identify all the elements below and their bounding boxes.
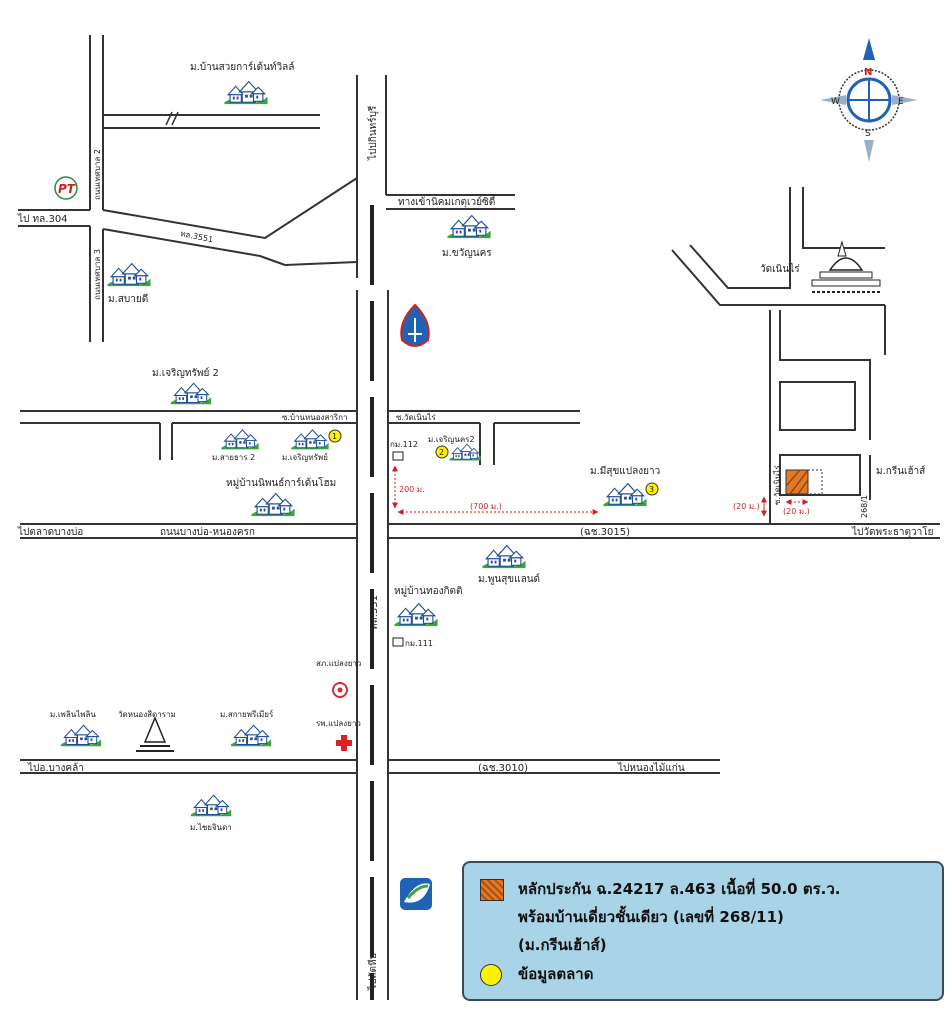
svg-text:ม.เจริญทรัพย์ 2: ม.เจริญทรัพย์ 2	[152, 367, 219, 379]
km-112-marker: กม.112	[390, 440, 418, 461]
svg-text:วัดหนองสีดาราม: วัดหนองสีดาราม	[118, 710, 176, 719]
svg-text:W: W	[831, 97, 840, 107]
label-soi-wat-noen-rai: ซ.วัดเนินไร่	[396, 413, 436, 422]
distance-700m: (700 ม.)	[397, 502, 599, 515]
village-misuk: ม.มีสุขแปลงยาว	[590, 465, 660, 507]
map-legend: หลักประกัน ฉ.24217 ล.463 เนื้อที่ 50.0 ต…	[462, 861, 944, 1001]
village-niphon-garden: หมู่บ้านนิพนธ์การ์เด้นโฮม	[226, 476, 336, 517]
village-charoen-sap2: ม.เจริญทรัพย์ 2	[152, 367, 219, 405]
label-thetsaban2: ถนนเทศบาล 2	[93, 149, 102, 200]
village-green-house-label: ม.กรีนเฮ้าส์	[876, 465, 925, 477]
legend-market-data: ข้อมูลตลาด	[518, 965, 594, 983]
highway-331	[356, 205, 389, 1000]
svg-text:ม.พูนสุขแลนด์: ม.พูนสุขแลนด์	[478, 573, 540, 585]
svg-text:ม.ไชยจินดา: ม.ไชยจินดา	[190, 823, 232, 832]
village-chai-jinda: ม.ไชยจินดา	[190, 794, 232, 832]
pt-station-logo: PT	[54, 176, 78, 200]
svg-text:ม.สกายพรีเมียร์: ม.สกายพรีเมียร์	[220, 709, 274, 719]
subject-property-plot	[785, 469, 823, 495]
village-khwanchai-nakhon: ม.ขวัญนคร	[442, 215, 492, 259]
label-estate-entrance: ทางเข้านิคมเกตุเวย์ซิตี้	[398, 194, 496, 208]
village-charoen-sap: ม.เจริญทรัพย์	[282, 429, 330, 462]
label-house-no: 268/1	[860, 495, 869, 518]
svg-text:3: 3	[649, 485, 654, 494]
label-road-3015: (ฉช.3015)	[580, 527, 630, 538]
label-to-prachinburi: ไปปกินทร์บุรี	[367, 105, 379, 161]
svg-text:ม.บ้านสวยการ์เด้นท์วิลล์: ม.บ้านสวยการ์เด้นท์วิลล์	[190, 61, 294, 73]
svg-text:N: N	[864, 67, 872, 78]
bangchak-station-logo	[400, 878, 432, 910]
label-to-304: ไป ทล.304	[17, 213, 68, 225]
legend-collateral-line1: หลักประกัน ฉ.24217 ล.463 เนื้อที่ 50.0 ต…	[518, 880, 841, 898]
label-to-wat-phrathat: ไปวัดพระธาตุวาโย	[851, 525, 934, 538]
label-to-nong-mai-kaen: ไปหนองไม้แก่น	[617, 762, 685, 774]
road-network	[18, 35, 940, 774]
svg-text:2: 2	[439, 448, 444, 457]
legend-collateral-line2: พร้อมบ้านเดี่ยวชั้นเดียว (เลขที่ 268/11)	[518, 908, 784, 926]
label-road-3010: (ฉช.3010)	[478, 763, 528, 774]
village-charoen-nakhon2: ม.เจริญนคร2	[428, 435, 482, 461]
svg-text:ม.เจริญนคร2: ม.เจริญนคร2	[428, 435, 475, 444]
svg-text:S: S	[865, 129, 871, 139]
svg-text:(20 ม.): (20 ม.)	[733, 502, 760, 511]
svg-text:200 ม.: 200 ม.	[399, 485, 425, 494]
svg-text:ม.มีสุขแปลงยาว: ม.มีสุขแปลงยาว	[590, 465, 660, 477]
collateral-swatch	[480, 879, 504, 901]
village-sakai-premier: ม.สกายพรีเมียร์	[220, 709, 274, 747]
svg-text:วัดเนินไร่: วัดเนินไร่	[760, 263, 800, 275]
svg-text:ม.เพลินไพลิน: ม.เพลินไพลิน	[50, 710, 96, 719]
svg-text:PT: PT	[58, 182, 76, 196]
village-phloen-phailin: ม.เพลินไพลิน	[50, 710, 102, 747]
svg-text:ม.เจริญทรัพย์: ม.เจริญทรัพย์	[282, 452, 328, 462]
comparable-3: 3	[645, 482, 659, 496]
svg-text:(700 ม.): (700 ม.)	[470, 502, 502, 511]
police-icon: สภ.แปลงยาว	[316, 659, 361, 698]
label-to-bang-khla: ไปอ.บางคล้า	[27, 762, 84, 774]
label-thetsaban3: ถนนเทศบาล 3	[93, 249, 102, 300]
svg-text:หมู่บ้านทองกิตติ: หมู่บ้านทองกิตติ	[394, 585, 463, 597]
svg-text:รพ.แปลงยาว: รพ.แปลงยาว	[316, 719, 361, 728]
distance-200m: 200 ม.	[392, 465, 425, 509]
compass-rose: N S W E	[820, 38, 918, 162]
comparable-2: 2	[435, 445, 449, 459]
temple-wat-noen-rai: วัดเนินไร่	[760, 240, 881, 293]
label-soi-nong-sarika: ซ.บ้านหนองสาริกา	[282, 413, 347, 422]
svg-text:ม.ขวัญนคร: ม.ขวัญนคร	[442, 248, 492, 259]
svg-text:E: E	[898, 97, 904, 107]
svg-text:กม.111: กม.111	[405, 639, 433, 648]
svg-text:หมู่บ้านนิพนธ์การ์เด้นโฮม: หมู่บ้านนิพนธ์การ์เด้นโฮม	[226, 476, 336, 489]
label-to-talat-bangbo: ไปตลาดบางบ่อ	[17, 526, 83, 538]
svg-text:(20 ม.): (20 ม.)	[783, 507, 810, 516]
svg-text:ม.สบายดี: ม.สบายดี	[108, 293, 148, 305]
distance-20m-vertical: (20 ม.)	[733, 496, 767, 517]
village-thong-kit: หมู่บ้านทองกิตติ	[393, 585, 463, 627]
svg-text:ม.สายธาร 2: ม.สายธาร 2	[212, 453, 255, 462]
village-phunsuk-land: ม.พูนสุขแลนด์	[478, 545, 540, 585]
comparable-1: 1	[328, 429, 342, 443]
distance-20m-horizontal: (20 ม.)	[783, 499, 810, 516]
svg-text:1: 1	[332, 432, 337, 441]
village-saithan2: ม.สายธาร 2	[212, 429, 260, 462]
market-data-dot-icon	[480, 964, 502, 986]
village-sabai-di: ม.สบายดี	[106, 263, 152, 305]
label-road-3551: ทล.3551	[180, 229, 214, 244]
legend-collateral-line3: (ม.กรีนเฮ้าส์)	[518, 936, 607, 954]
km-111-marker: กม.111	[392, 637, 433, 648]
hospital-icon: รพ.แปลงยาว	[316, 719, 361, 751]
svg-text:กม.112: กม.112	[390, 440, 418, 449]
label-soi-wat-noen-rai-side: ซ.วัดเนินไร่	[773, 465, 782, 505]
village-swiss-garden: ม.บ้านสวยการ์เด้นท์วิลล์	[190, 61, 294, 105]
label-bangbo-nongkhrok: ถนนบางบ่อ-หนองครก	[160, 527, 255, 538]
svg-text:สภ.แปลงยาว: สภ.แปลงยาว	[316, 659, 361, 668]
ptt-station-logo	[400, 303, 430, 347]
label-road-331: ทล.331	[369, 595, 380, 630]
temple-wat-nong-sitaram: วัดหนองสีดาราม	[118, 710, 176, 752]
label-to-sattahip: ไปสัตหีบ	[367, 953, 379, 991]
svg-text:ม.กรีนเฮ้าส์: ม.กรีนเฮ้าส์	[876, 465, 925, 477]
